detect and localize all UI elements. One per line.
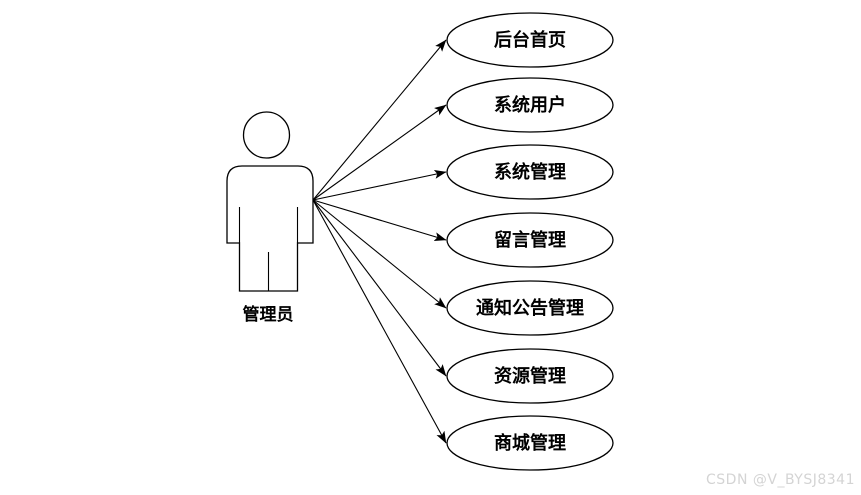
use-case-ellipse <box>446 348 614 404</box>
actor-body-icon <box>226 165 314 292</box>
use-case-ellipse <box>446 12 614 68</box>
actor-admin: 管理员 <box>226 111 314 325</box>
use-case-label: 通知公告管理 <box>476 297 584 319</box>
use-case-ellipse <box>446 144 614 200</box>
use-case-label: 系统用户 <box>494 94 566 116</box>
association-arrow <box>312 199 447 309</box>
association-arrow <box>312 169 447 201</box>
use-case-ellipse <box>446 415 614 471</box>
association-arrow <box>312 199 447 377</box>
association-arrow <box>312 199 447 241</box>
use-case-label: 系统管理 <box>494 161 566 183</box>
watermark: CSDN @V_BYSJ8341 <box>706 472 855 488</box>
association-arrow <box>312 104 447 201</box>
association-arrow <box>312 39 447 201</box>
use-case-ellipse <box>446 77 614 133</box>
use-case-label: 资源管理 <box>494 365 566 387</box>
use-case-ellipse <box>446 280 614 336</box>
use-case-label: 留言管理 <box>494 229 566 251</box>
actor-label: 管理员 <box>243 304 294 325</box>
use-case-ellipse <box>446 212 614 268</box>
use-case-label: 商城管理 <box>494 432 566 454</box>
actor-head-icon <box>242 111 291 159</box>
use-case-label: 后台首页 <box>494 29 566 51</box>
association-arrow <box>312 199 447 444</box>
association-arrows <box>312 39 447 444</box>
